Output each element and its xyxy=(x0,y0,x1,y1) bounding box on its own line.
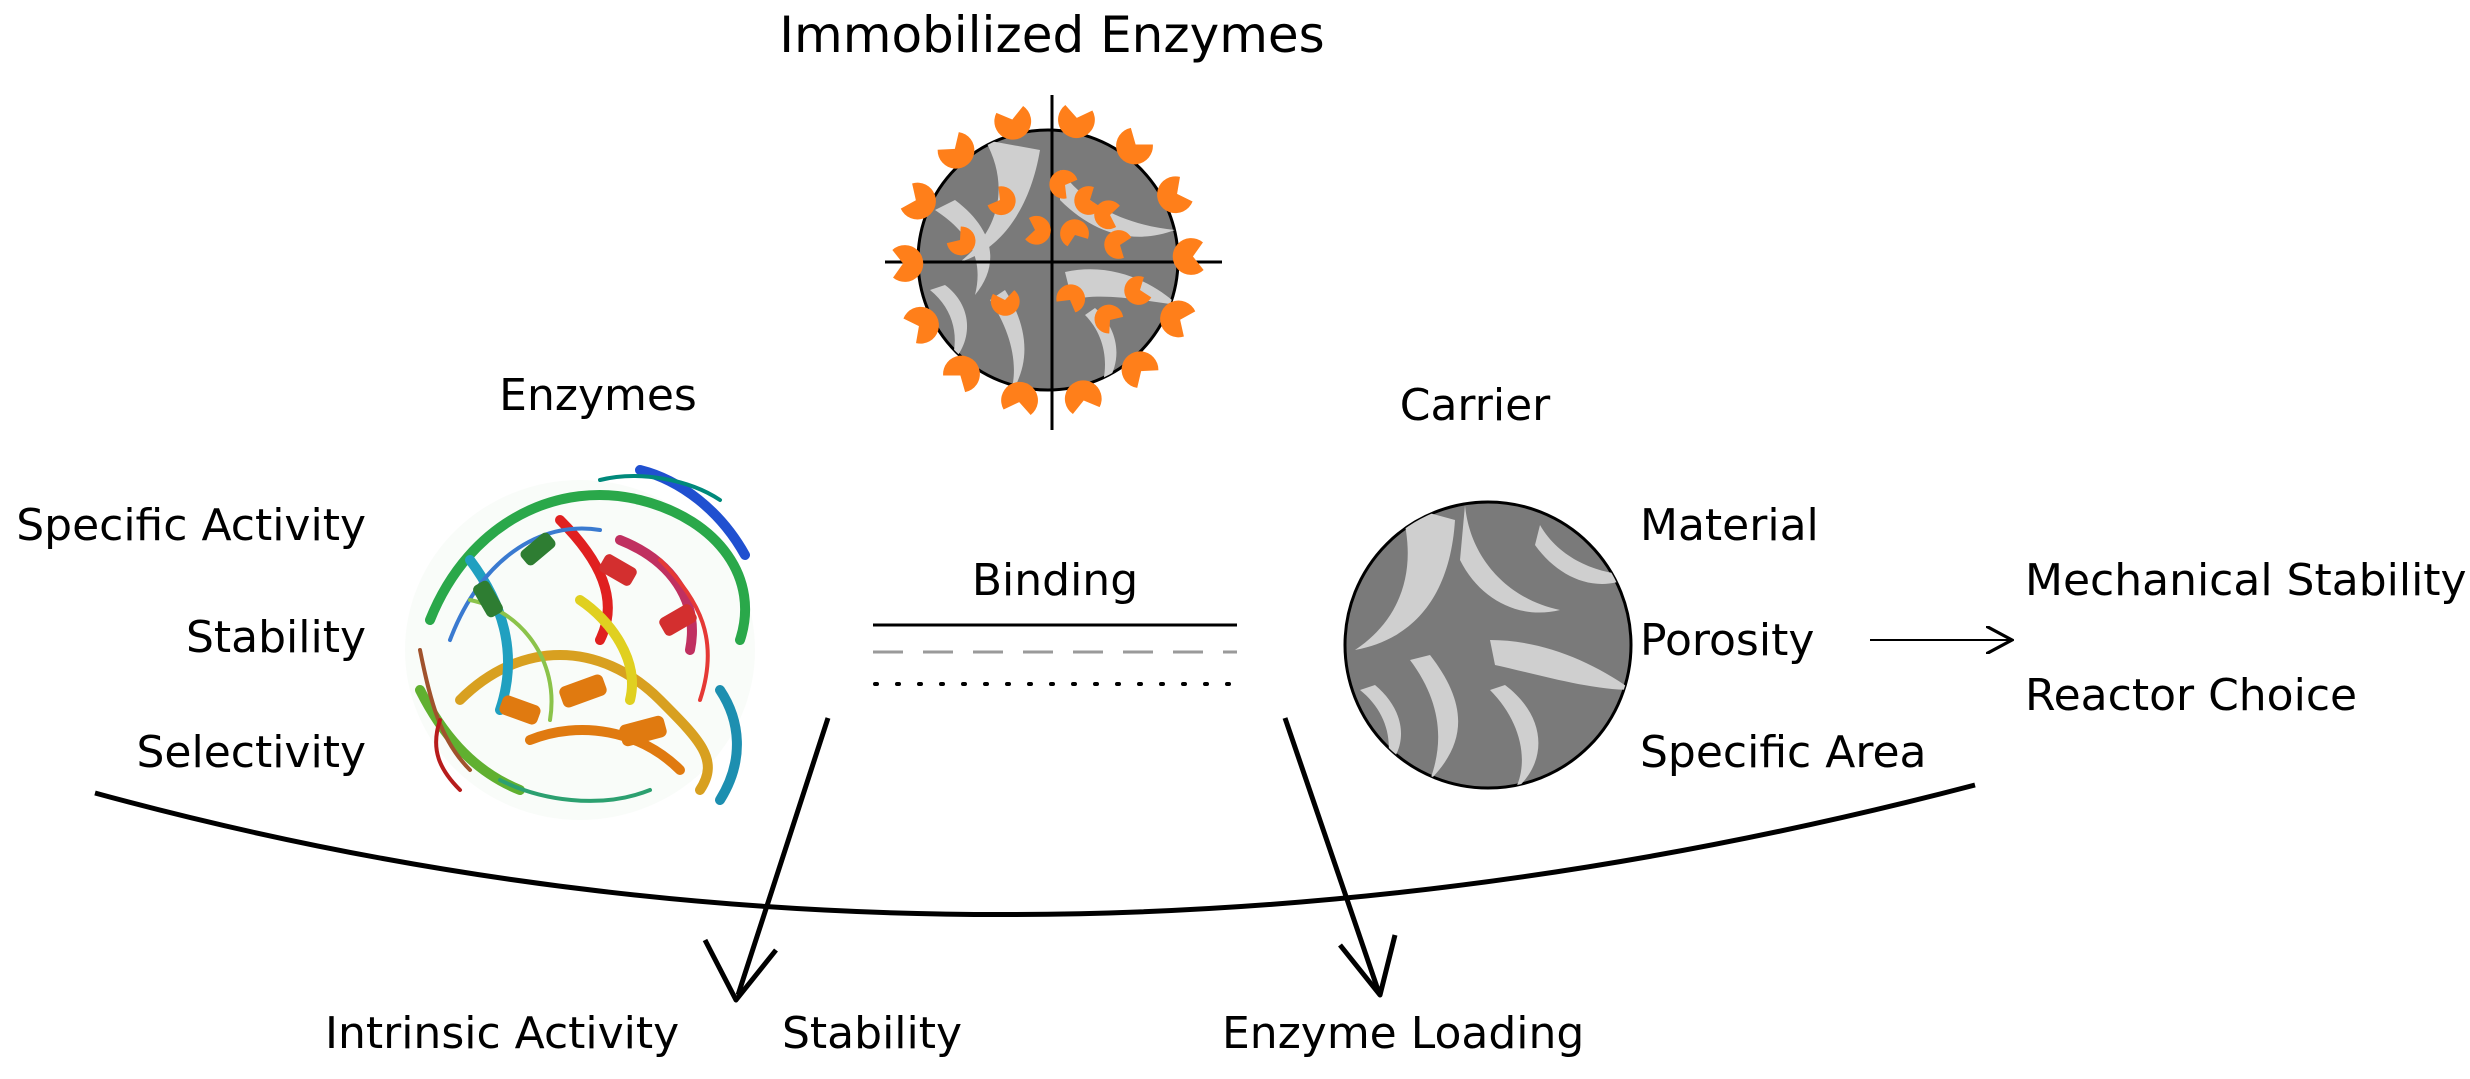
immobilized-enzyme-icon xyxy=(903,306,939,344)
enzyme-property-selectivity: Selectivity xyxy=(136,727,366,778)
binding-line-styles xyxy=(873,623,1239,686)
carrier-property-specific-area: Specific Area xyxy=(1640,727,1927,778)
outcome-enzyme-loading: Enzyme Loading xyxy=(1222,1008,1584,1059)
immobilized-enzyme-icon xyxy=(1094,304,1124,334)
carrier-heading: Carrier xyxy=(1400,380,1551,431)
immobilized-enzyme-icon xyxy=(1060,219,1089,247)
immobilized-enzyme-icon xyxy=(900,182,936,220)
immobilized-enzyme-icon xyxy=(1104,230,1132,259)
enzyme-property-specific-activity: Specific Activity xyxy=(16,500,366,551)
immobilized-enzyme-icon xyxy=(1049,169,1078,199)
immobilized-enzyme-bead-icon xyxy=(885,95,1222,430)
immobilized-enzyme-icon xyxy=(1124,276,1152,305)
carrier-property-porosity: Porosity xyxy=(1640,615,1814,666)
immobilized-enzyme-icon xyxy=(987,186,1016,216)
binding-heading: Binding xyxy=(972,555,1138,606)
implication-reactor-choice: Reactor Choice xyxy=(2025,670,2357,721)
immobilized-enzyme-icon xyxy=(892,245,924,282)
immobilized-enzyme-icon xyxy=(1001,381,1038,415)
immobilized-enzyme-icon xyxy=(1074,186,1102,215)
immobilized-enzyme-icon xyxy=(1121,351,1159,388)
right-outcome-arrow xyxy=(1282,717,1398,998)
immobilized-enzyme-icon xyxy=(1064,380,1102,414)
immobilized-enzyme-icon xyxy=(1157,176,1193,214)
enzyme-protein-structure-icon xyxy=(405,465,755,820)
carrier-bead-icon xyxy=(1343,500,1633,790)
immobilized-enzyme-icon xyxy=(1094,200,1120,230)
outcome-stability: Stability xyxy=(782,1008,962,1059)
immobilized-enzyme-icon xyxy=(1058,105,1095,139)
immobilized-enzyme-icon xyxy=(1116,127,1153,165)
immobilized-enzyme-icon xyxy=(943,355,980,393)
immobilized-enzyme-icon xyxy=(1160,300,1196,338)
diagram-title: Immobilized Enzymes xyxy=(779,6,1324,64)
immobilized-enzyme-icon xyxy=(1172,238,1204,275)
left-outcome-arrow xyxy=(702,717,831,1003)
bracket-curve xyxy=(94,782,1976,917)
outcome-intrinsic-activity: Intrinsic Activity xyxy=(325,1008,679,1059)
immobilized-enzyme-icon xyxy=(990,290,1020,316)
immobilized-enzyme-icon xyxy=(1025,215,1051,245)
immobilized-enzyme-icon xyxy=(946,226,976,256)
immobilized-enzyme-icon xyxy=(994,106,1032,140)
immobilized-enzyme-icon xyxy=(937,132,975,169)
implication-mechanical-stability: Mechanical Stability xyxy=(2025,555,2467,606)
enzyme-property-stability: Stability xyxy=(186,612,366,663)
carrier-property-material: Material xyxy=(1640,500,1819,551)
immobilized-enzyme-icon xyxy=(1056,284,1086,313)
enzymes-heading: Enzymes xyxy=(499,370,697,421)
